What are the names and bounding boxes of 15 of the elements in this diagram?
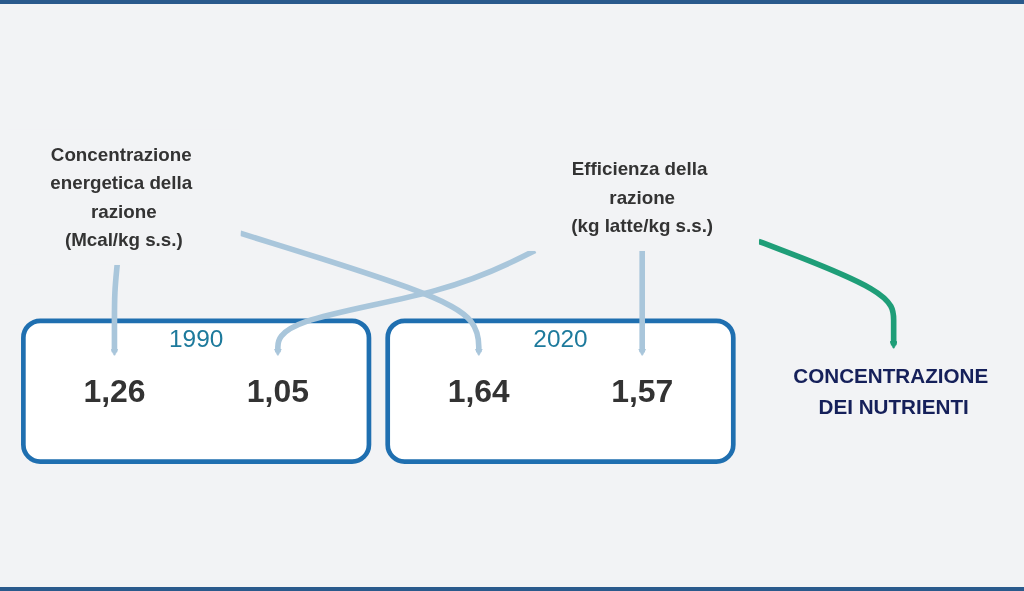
arrow [239, 230, 483, 357]
node-text: CONCENTRAZIONE DEI NUTRIENTI [793, 363, 989, 419]
node-label: 2020 [533, 324, 588, 353]
node-text: 1,05 [246, 372, 309, 409]
cluster [21, 318, 372, 464]
node-text: Efficienza della razione (kg latte/kg s.s.) [571, 158, 714, 236]
node-text: 1,57 [611, 372, 674, 409]
node-text: Concentrazione energetica della razione (Mcal/kg s.s.) [50, 144, 193, 250]
node-text: 1,64 [447, 372, 510, 409]
arrow [638, 250, 647, 357]
node-text: 1,26 [83, 372, 146, 409]
cluster [385, 318, 736, 464]
node-label: 1990 [169, 324, 224, 353]
arrow [110, 264, 120, 357]
arrow [757, 238, 898, 350]
